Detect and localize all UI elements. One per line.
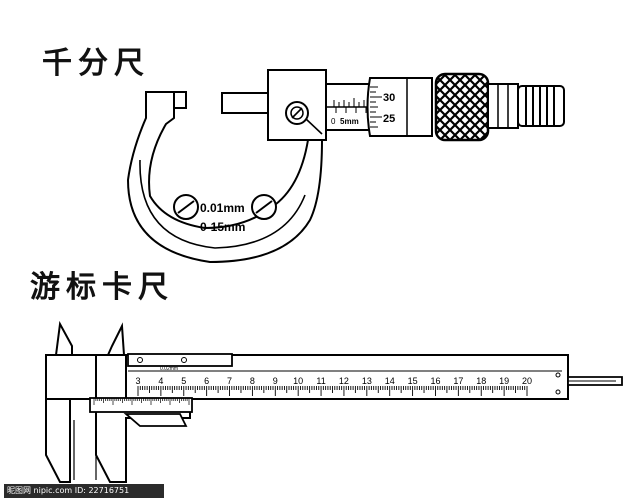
main-scale-ticks bbox=[137, 386, 528, 396]
micrometer-frame bbox=[126, 91, 324, 264]
beam-end-screw bbox=[555, 372, 561, 378]
watermark: 昵图网 nipic.com ID: 22716751 bbox=[4, 484, 164, 498]
micrometer-title: 千分尺 bbox=[42, 46, 150, 81]
main-scale-number: 4 bbox=[158, 376, 163, 386]
main-scale-number: 10 bbox=[293, 376, 303, 386]
slider-clamp bbox=[127, 353, 233, 367]
main-scale-number: 12 bbox=[339, 376, 349, 386]
main-scale-number: 17 bbox=[453, 376, 463, 386]
main-scale-number: 6 bbox=[204, 376, 209, 386]
vernier-label: 0.02mm bbox=[160, 366, 178, 372]
thimble bbox=[366, 77, 433, 137]
knurled-grip bbox=[434, 72, 490, 142]
slider-lower-body bbox=[123, 413, 188, 427]
micrometer-drawing: 0 5mm 30 25 bbox=[126, 69, 565, 264]
thimble-label-25: 25 bbox=[383, 113, 395, 125]
main-scale-number: 7 bbox=[227, 376, 232, 386]
sleeve-label-zero: 0 bbox=[331, 117, 336, 126]
main-scale-numbers: 3 4 5 6 7 8 9 10 11 12 13 14 15 16 17 18 19 20 bbox=[135, 376, 532, 386]
main-scale-number: 5 bbox=[181, 376, 186, 386]
frame-screw-left bbox=[173, 194, 199, 220]
vernier-caliper-title: 游标卡尺 bbox=[30, 270, 174, 305]
main-scale-number: 11 bbox=[316, 376, 325, 386]
main-scale-number: 18 bbox=[476, 376, 486, 386]
main-scale-number: 8 bbox=[250, 376, 255, 386]
fixed-upper-jaw bbox=[54, 320, 73, 356]
main-scale-number: 9 bbox=[273, 376, 278, 386]
caliper-drawing: 0.02mm 3 4 5 6 7 8 9 10 11 12 13 14 15 16 17 18 19 20 bbox=[45, 320, 623, 483]
main-scale-number: 3 bbox=[135, 376, 140, 386]
main-scale-number: 15 bbox=[408, 376, 418, 386]
spec-range: 0-15mm bbox=[200, 220, 245, 234]
sleeve-label-5mm: 5mm bbox=[340, 117, 359, 126]
main-scale-number: 14 bbox=[385, 376, 395, 386]
slide-upper-jaw bbox=[106, 322, 126, 356]
main-scale-number: 16 bbox=[430, 376, 440, 386]
thimble-label-30: 30 bbox=[383, 92, 395, 104]
vernier-plate bbox=[89, 397, 193, 413]
ratchet-stem bbox=[487, 83, 519, 129]
main-scale-number: 13 bbox=[362, 376, 372, 386]
thimble-ticks bbox=[370, 86, 382, 128]
frame-screw-right bbox=[251, 194, 277, 220]
anvil bbox=[173, 91, 187, 109]
vernier-ticks bbox=[93, 398, 190, 405]
spec-resolution: 0.01mm bbox=[200, 201, 245, 215]
sleeve-ticks bbox=[333, 98, 367, 113]
spindle bbox=[221, 92, 271, 114]
main-scale-number: 19 bbox=[499, 376, 509, 386]
main-scale-number: 20 bbox=[522, 376, 532, 386]
